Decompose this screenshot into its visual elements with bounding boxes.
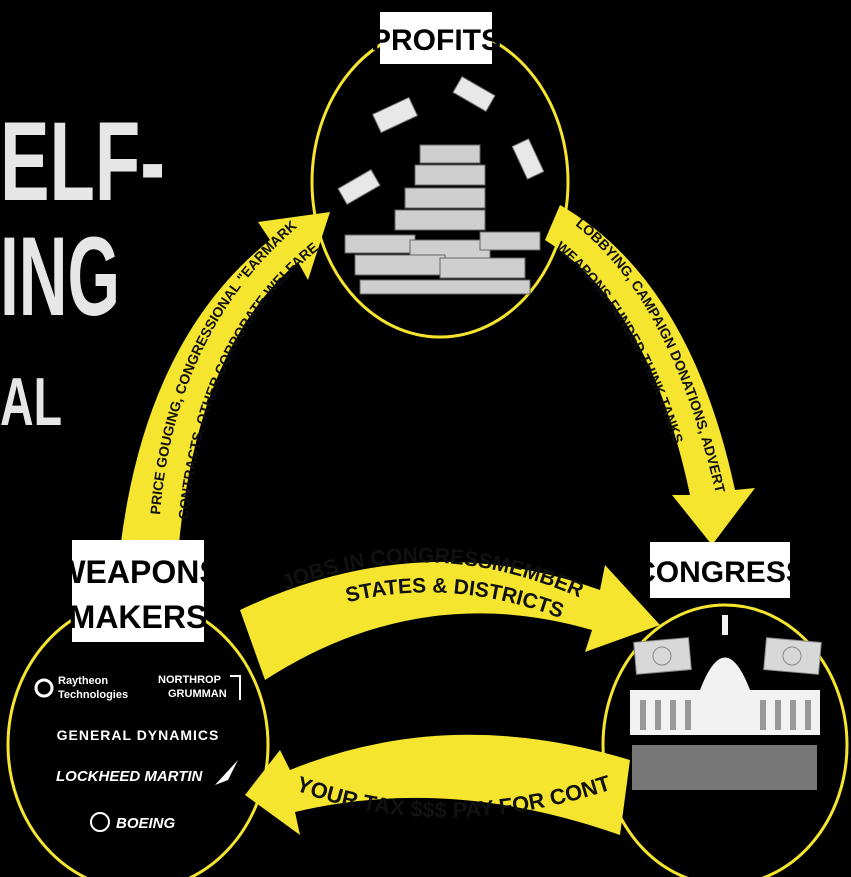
- money-pile-icon: [337, 76, 545, 295]
- weapons-label-line1: WEAPONS: [55, 554, 220, 590]
- svg-text:GRUMMAN: GRUMMAN: [168, 688, 227, 700]
- congress-label: CONGRESS: [634, 542, 806, 598]
- profits-label: PROFITS: [371, 12, 501, 64]
- arrow-weapons-to-congress: [240, 561, 660, 680]
- arrow-congress-to-weapons: [245, 734, 630, 835]
- arrow-weapons-to-profits: [120, 212, 330, 555]
- title-fragment-3: AL: [0, 364, 62, 440]
- svg-text:Technologies: Technologies: [58, 689, 128, 701]
- svg-text:Raytheon: Raytheon: [58, 675, 108, 687]
- capitol-icon: [630, 615, 822, 790]
- congress-label-text: CONGRESS: [634, 556, 806, 589]
- northrop-grumman-logo: NORTHROP GRUMMAN: [158, 674, 241, 700]
- boeing-logo: BOEING: [90, 812, 176, 832]
- weapons-label-line2: MAKERS: [69, 599, 208, 635]
- general-dynamics-logo: GENERAL DYNAMICS: [57, 727, 220, 743]
- title-fragment-1: ELF-: [0, 99, 165, 224]
- title-fragment-2: ING: [0, 214, 120, 339]
- svg-text:LOCKHEED MARTIN: LOCKHEED MARTIN: [56, 768, 204, 785]
- lockheed-martin-logo: LOCKHEED MARTIN: [56, 760, 238, 785]
- profits-label-text: PROFITS: [371, 24, 501, 57]
- svg-text:NORTHROP: NORTHROP: [158, 674, 221, 686]
- arrow-profits-to-congress: [545, 205, 755, 545]
- weapons-makers-label: WEAPONS MAKERS: [55, 540, 221, 642]
- congress-circle: [601, 603, 849, 877]
- raytheon-logo: Raytheon Technologies: [34, 675, 128, 701]
- svg-text:BOEING: BOEING: [116, 815, 176, 832]
